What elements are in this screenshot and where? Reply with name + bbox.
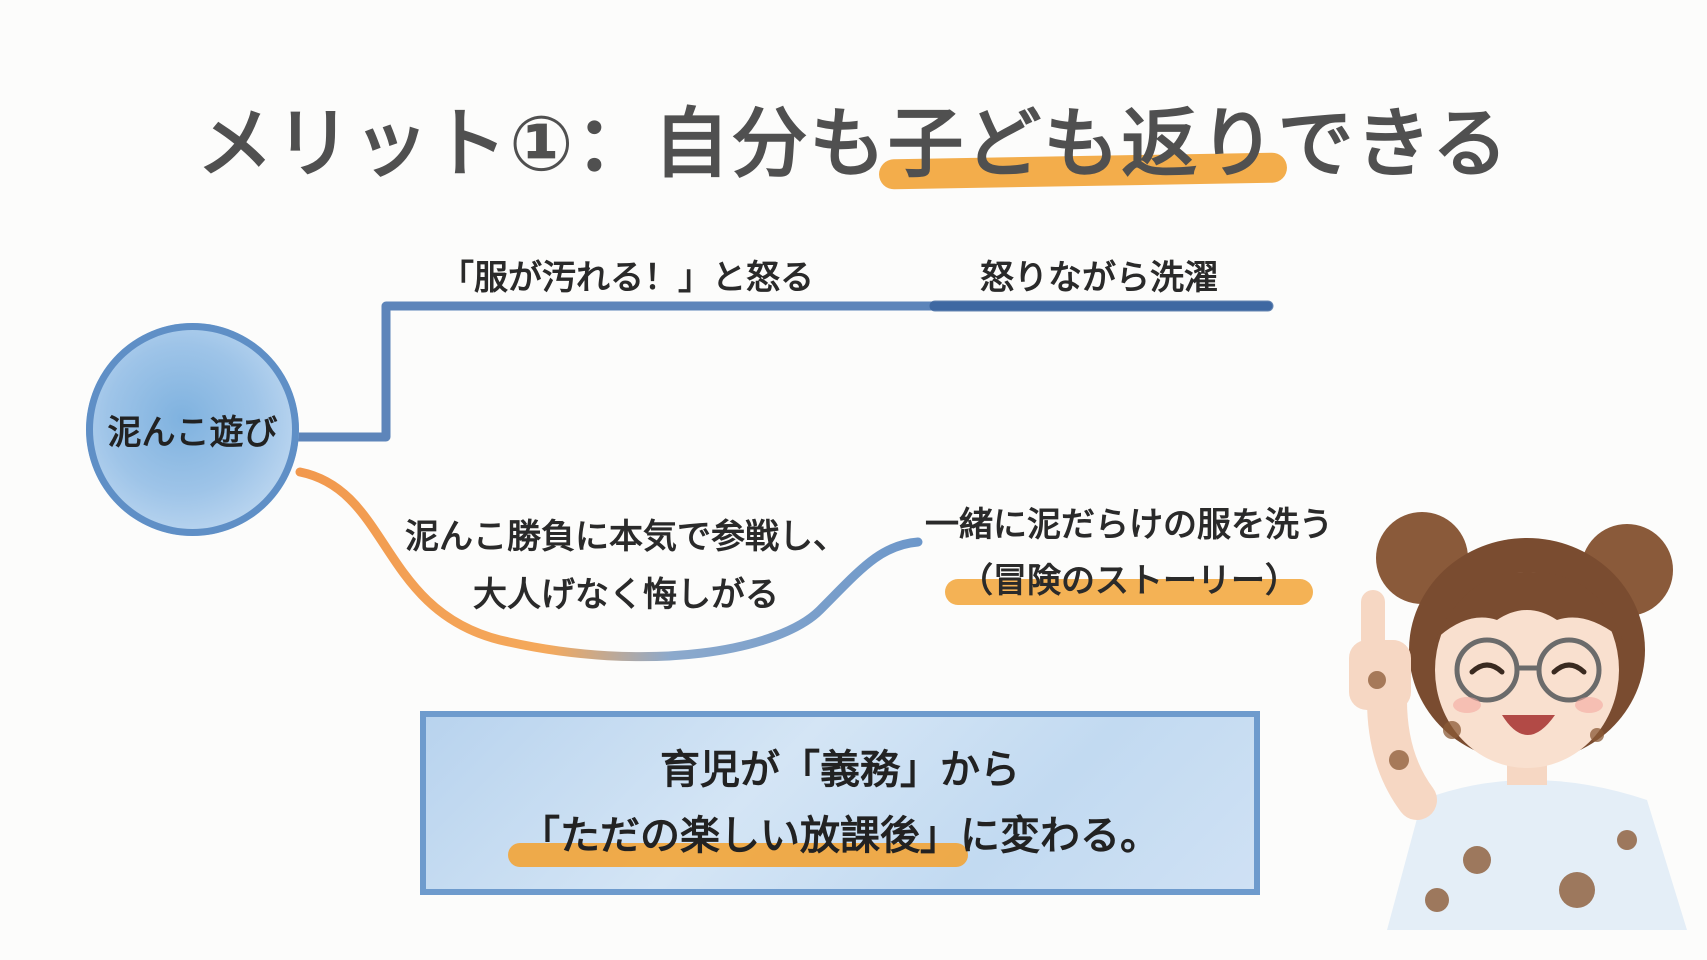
title-highlight: 子ども返り <box>887 82 1277 192</box>
lower-step2-label: 一緒に泥だらけの服を洗う （冒険のストーリー） <box>925 497 1333 609</box>
center-node-mud-play: 泥んこ遊び <box>86 323 299 536</box>
conclusion-highlight: 「ただの楽しい放課後」 <box>508 803 968 869</box>
center-node-label: 泥んこ遊び <box>107 413 278 453</box>
lower-step1-label: 泥んこ勝負に本気で参戦し、 大人げなく悔しがる <box>405 508 847 624</box>
lower-step1-line2: 大人げなく悔しがる <box>473 575 779 615</box>
conclusion-suffix: に変わる。 <box>960 813 1160 859</box>
upper-step1-label: 「服が汚れる！」と怒る <box>440 258 814 298</box>
upper-branch-line <box>291 301 1273 442</box>
lower-step1-line1: 泥んこ勝負に本気で参戦し、 <box>405 517 847 557</box>
lower-step2-line1: 一緒に泥だらけの服を洗う <box>925 505 1333 545</box>
conclusion-line1: 育児が「義務」から <box>660 747 1020 793</box>
title-suffix: できる <box>1277 99 1510 188</box>
conclusion-box: 育児が「義務」から 「ただの楽しい放課後」に変わる。 <box>420 711 1260 895</box>
girl-thumbs-up-illustration <box>1349 512 1687 930</box>
page-title: メリット①：自分も子ども返りできる <box>0 82 1707 192</box>
lower-step2-line2: （冒険のストーリー） <box>945 553 1313 609</box>
lower-branch-line <box>295 467 923 662</box>
upper-step2-label: 怒りながら洗濯 <box>980 258 1218 298</box>
conclusion-line2: 「ただの楽しい放課後」に変わる。 <box>508 803 1160 869</box>
title-prefix: メリット①：自分も <box>197 99 888 188</box>
